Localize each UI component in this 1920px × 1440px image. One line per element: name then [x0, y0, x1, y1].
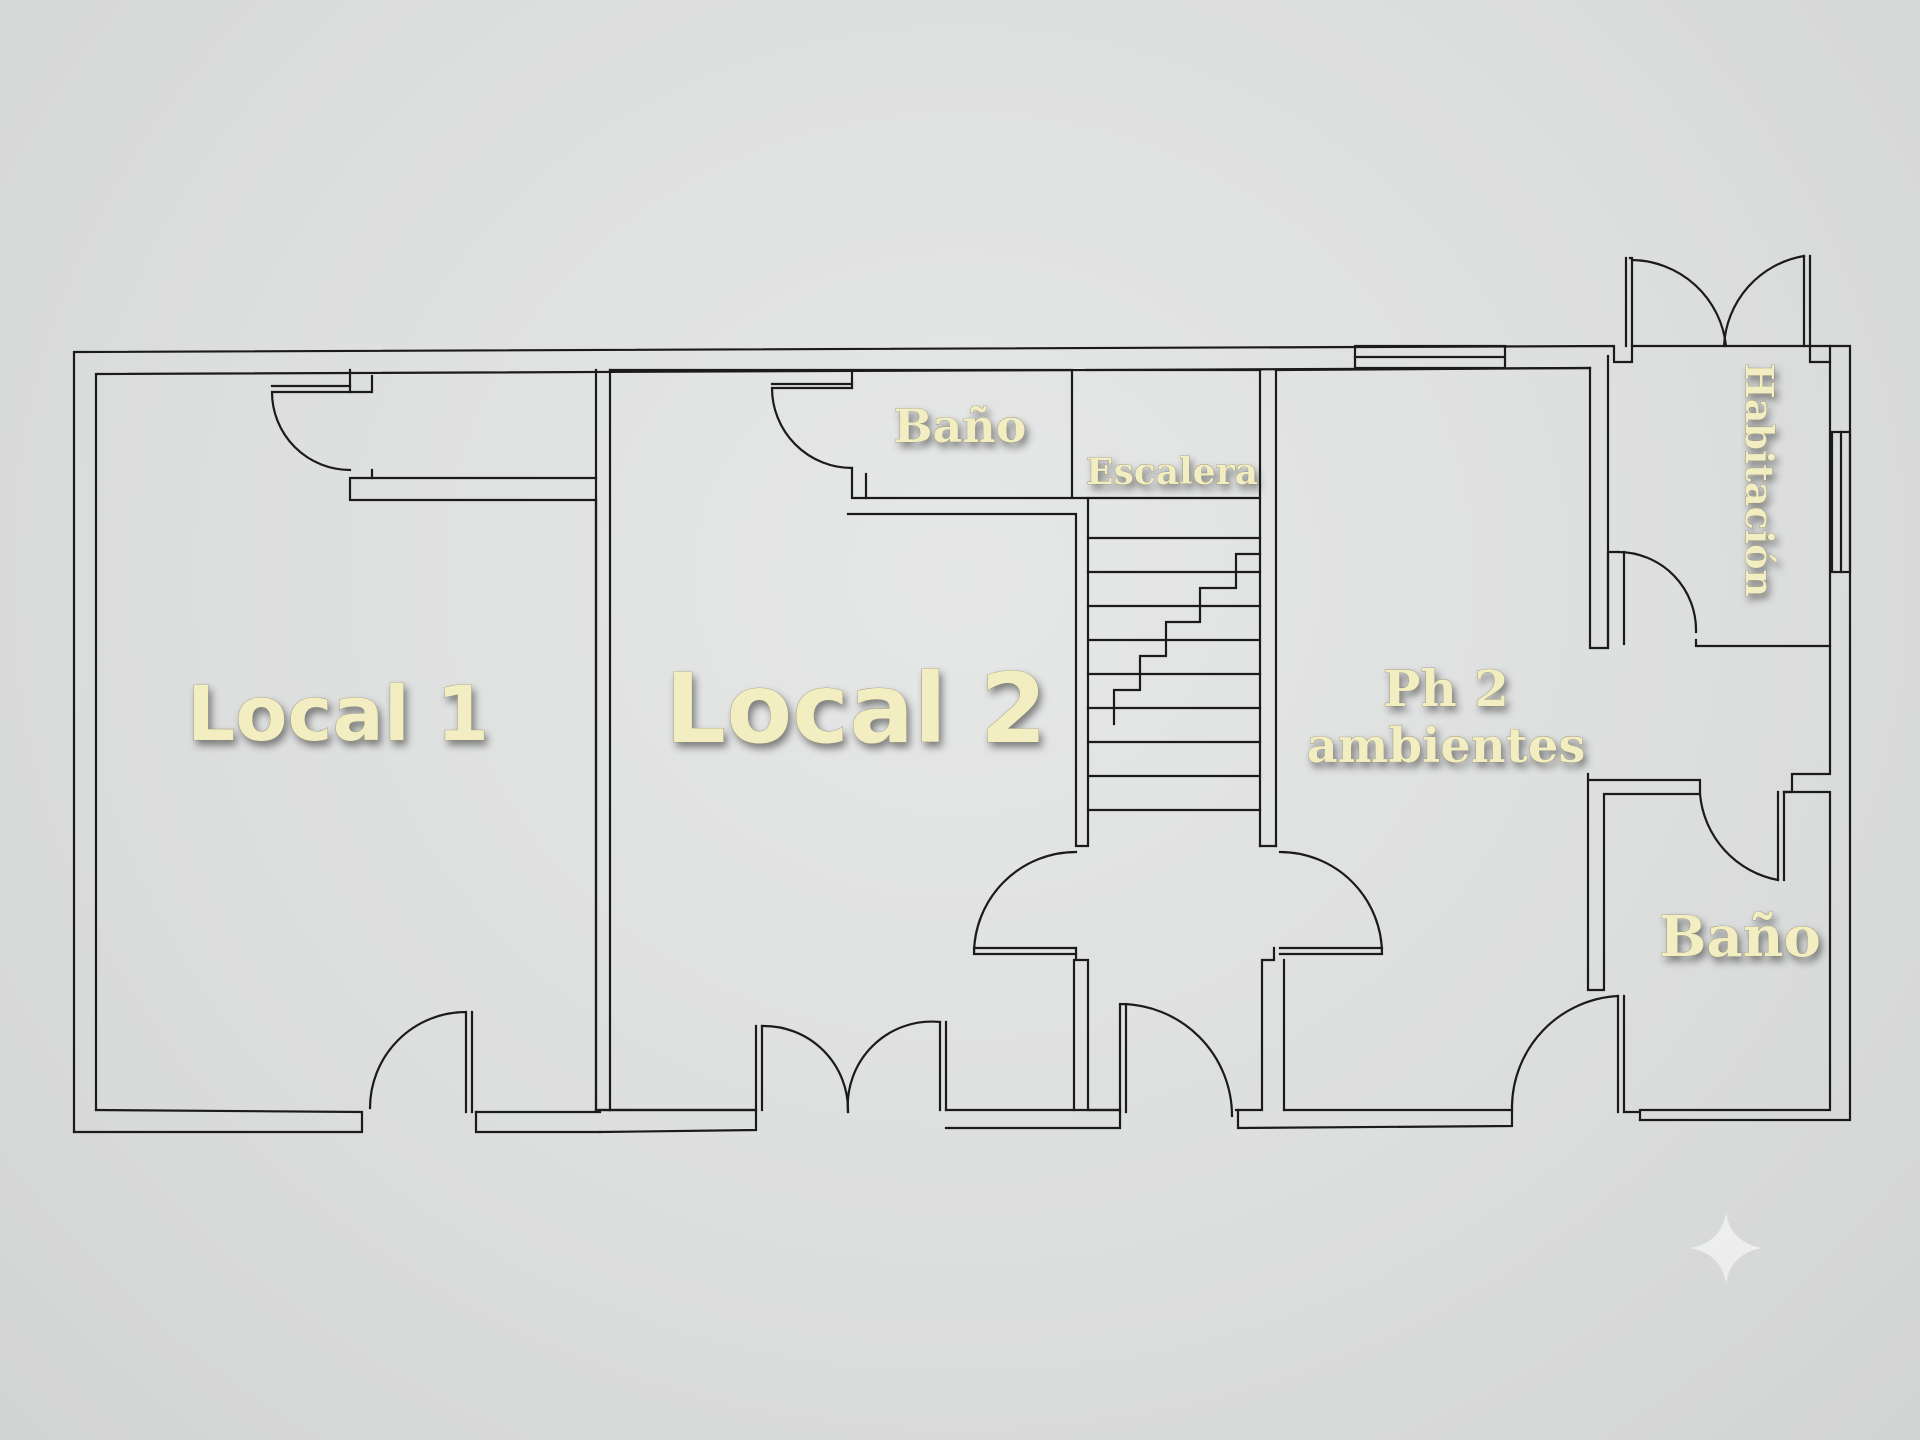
door-swing-ph-entrance: [1510, 994, 1620, 1108]
room-labels: Local 1 Local 2 Baño Escalera Ph 2 ambie…: [187, 363, 1822, 971]
door-swing-hab-right: [1722, 254, 1806, 348]
door-swing-local1-entrance: [368, 1010, 468, 1114]
door-swing-bath: [1698, 792, 1780, 882]
label-bano-top: Baño: [894, 399, 1027, 453]
sparkle-icon: [1690, 1212, 1762, 1284]
label-local-1: Local 1: [187, 669, 489, 758]
door-swing-hall-right: [1278, 850, 1384, 956]
label-ph-2: Ph 2: [1383, 659, 1509, 718]
door-swing-local2-top: [770, 386, 854, 470]
door-swing-local1-top: [270, 390, 352, 472]
door-swing-local2-entrance-right: [846, 1020, 942, 1114]
door-swing-hab-left: [1630, 258, 1728, 348]
door-swing-local2-entrance-left: [760, 1024, 850, 1114]
plan-walls: [72, 254, 1852, 1134]
door-swing-hall-left: [972, 850, 1078, 956]
outer-wall-outer: [72, 344, 1852, 1134]
label-local-2: Local 2: [665, 653, 1047, 765]
door-swing-hall-entrance: [1118, 1002, 1234, 1118]
label-bano-right: Baño: [1659, 904, 1821, 970]
label-habitacion: Habitación: [1737, 363, 1782, 597]
label-ambientes: ambientes: [1307, 718, 1586, 774]
staircase: [1086, 536, 1262, 812]
label-escalera: Escalera: [1086, 451, 1258, 493]
door-swing-hab-inner: [1616, 550, 1698, 634]
